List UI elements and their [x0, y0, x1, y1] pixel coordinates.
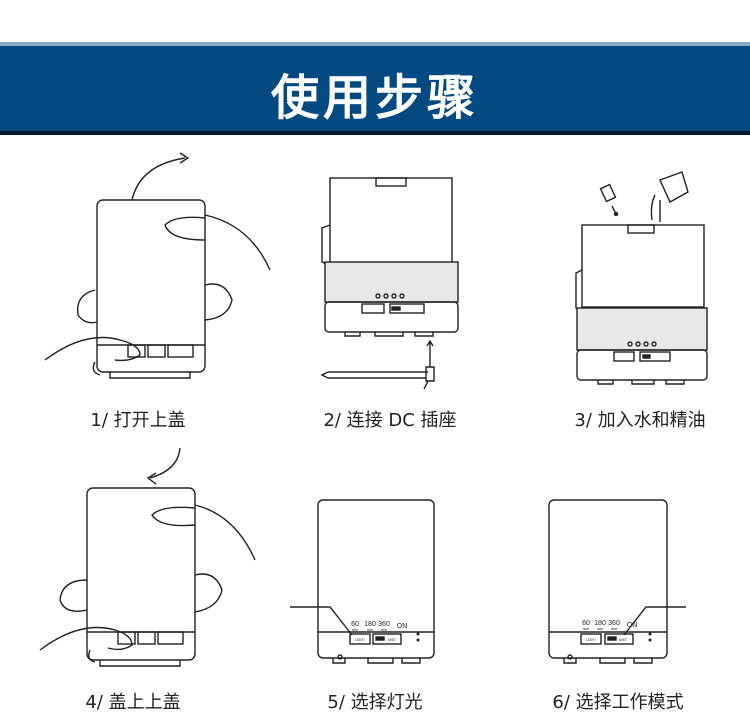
water-jug-icon — [650, 171, 689, 222]
timer-unit: min — [597, 626, 603, 631]
on-indicator: ON — [397, 623, 408, 630]
timer-180: 180 — [594, 620, 606, 627]
step-1-caption: 1/ 打开上盖 — [90, 410, 186, 431]
timer-unit: min — [583, 626, 589, 631]
step6-illustration: 60 min 180 min 360 min ON LIGHT MIST — [548, 499, 686, 664]
timer-60: 60 — [351, 621, 359, 628]
header-banner: 使用步骤 — [0, 42, 750, 135]
light-button: LIGHT — [586, 638, 597, 642]
rotate-arrow-icon — [131, 157, 186, 201]
timer-unit: min — [611, 626, 617, 631]
timer-360: 360 — [608, 620, 620, 627]
on-indicator: ON — [627, 622, 638, 629]
page-title: 使用步骤 — [270, 70, 479, 126]
step-5-caption: 5/ 选择灯光 — [327, 692, 423, 713]
rotate-arrow-icon — [149, 447, 181, 479]
light-button: LIGHT — [355, 638, 366, 642]
dc-plug-icon — [320, 342, 435, 390]
step-4-caption: 4/ 盖上上盖 — [85, 692, 181, 713]
step-3-caption: 3/ 加入水和精油 — [574, 410, 706, 431]
timer-360: 360 — [378, 621, 390, 628]
step-6-caption: 6/ 选择工作模式 — [552, 692, 684, 713]
step4-illustration — [39, 447, 256, 667]
step1-illustration — [44, 152, 271, 379]
step3-illustration — [575, 171, 708, 385]
timer-unit: min — [367, 627, 373, 632]
oil-bottle-icon — [599, 183, 619, 217]
step5-illustration: 60 min 180 min 360 min ON LIGHT MIST — [290, 499, 435, 664]
timer-unit: min — [352, 627, 358, 632]
mist-button: MIST — [619, 638, 628, 642]
mist-button: MIST — [388, 638, 397, 642]
step2-illustration — [320, 177, 459, 390]
timer-180: 180 — [364, 621, 376, 628]
timer-unit: min — [381, 627, 387, 632]
step-2-caption: 2/ 连接 DC 插座 — [323, 410, 457, 431]
timer-60: 60 — [582, 620, 590, 627]
